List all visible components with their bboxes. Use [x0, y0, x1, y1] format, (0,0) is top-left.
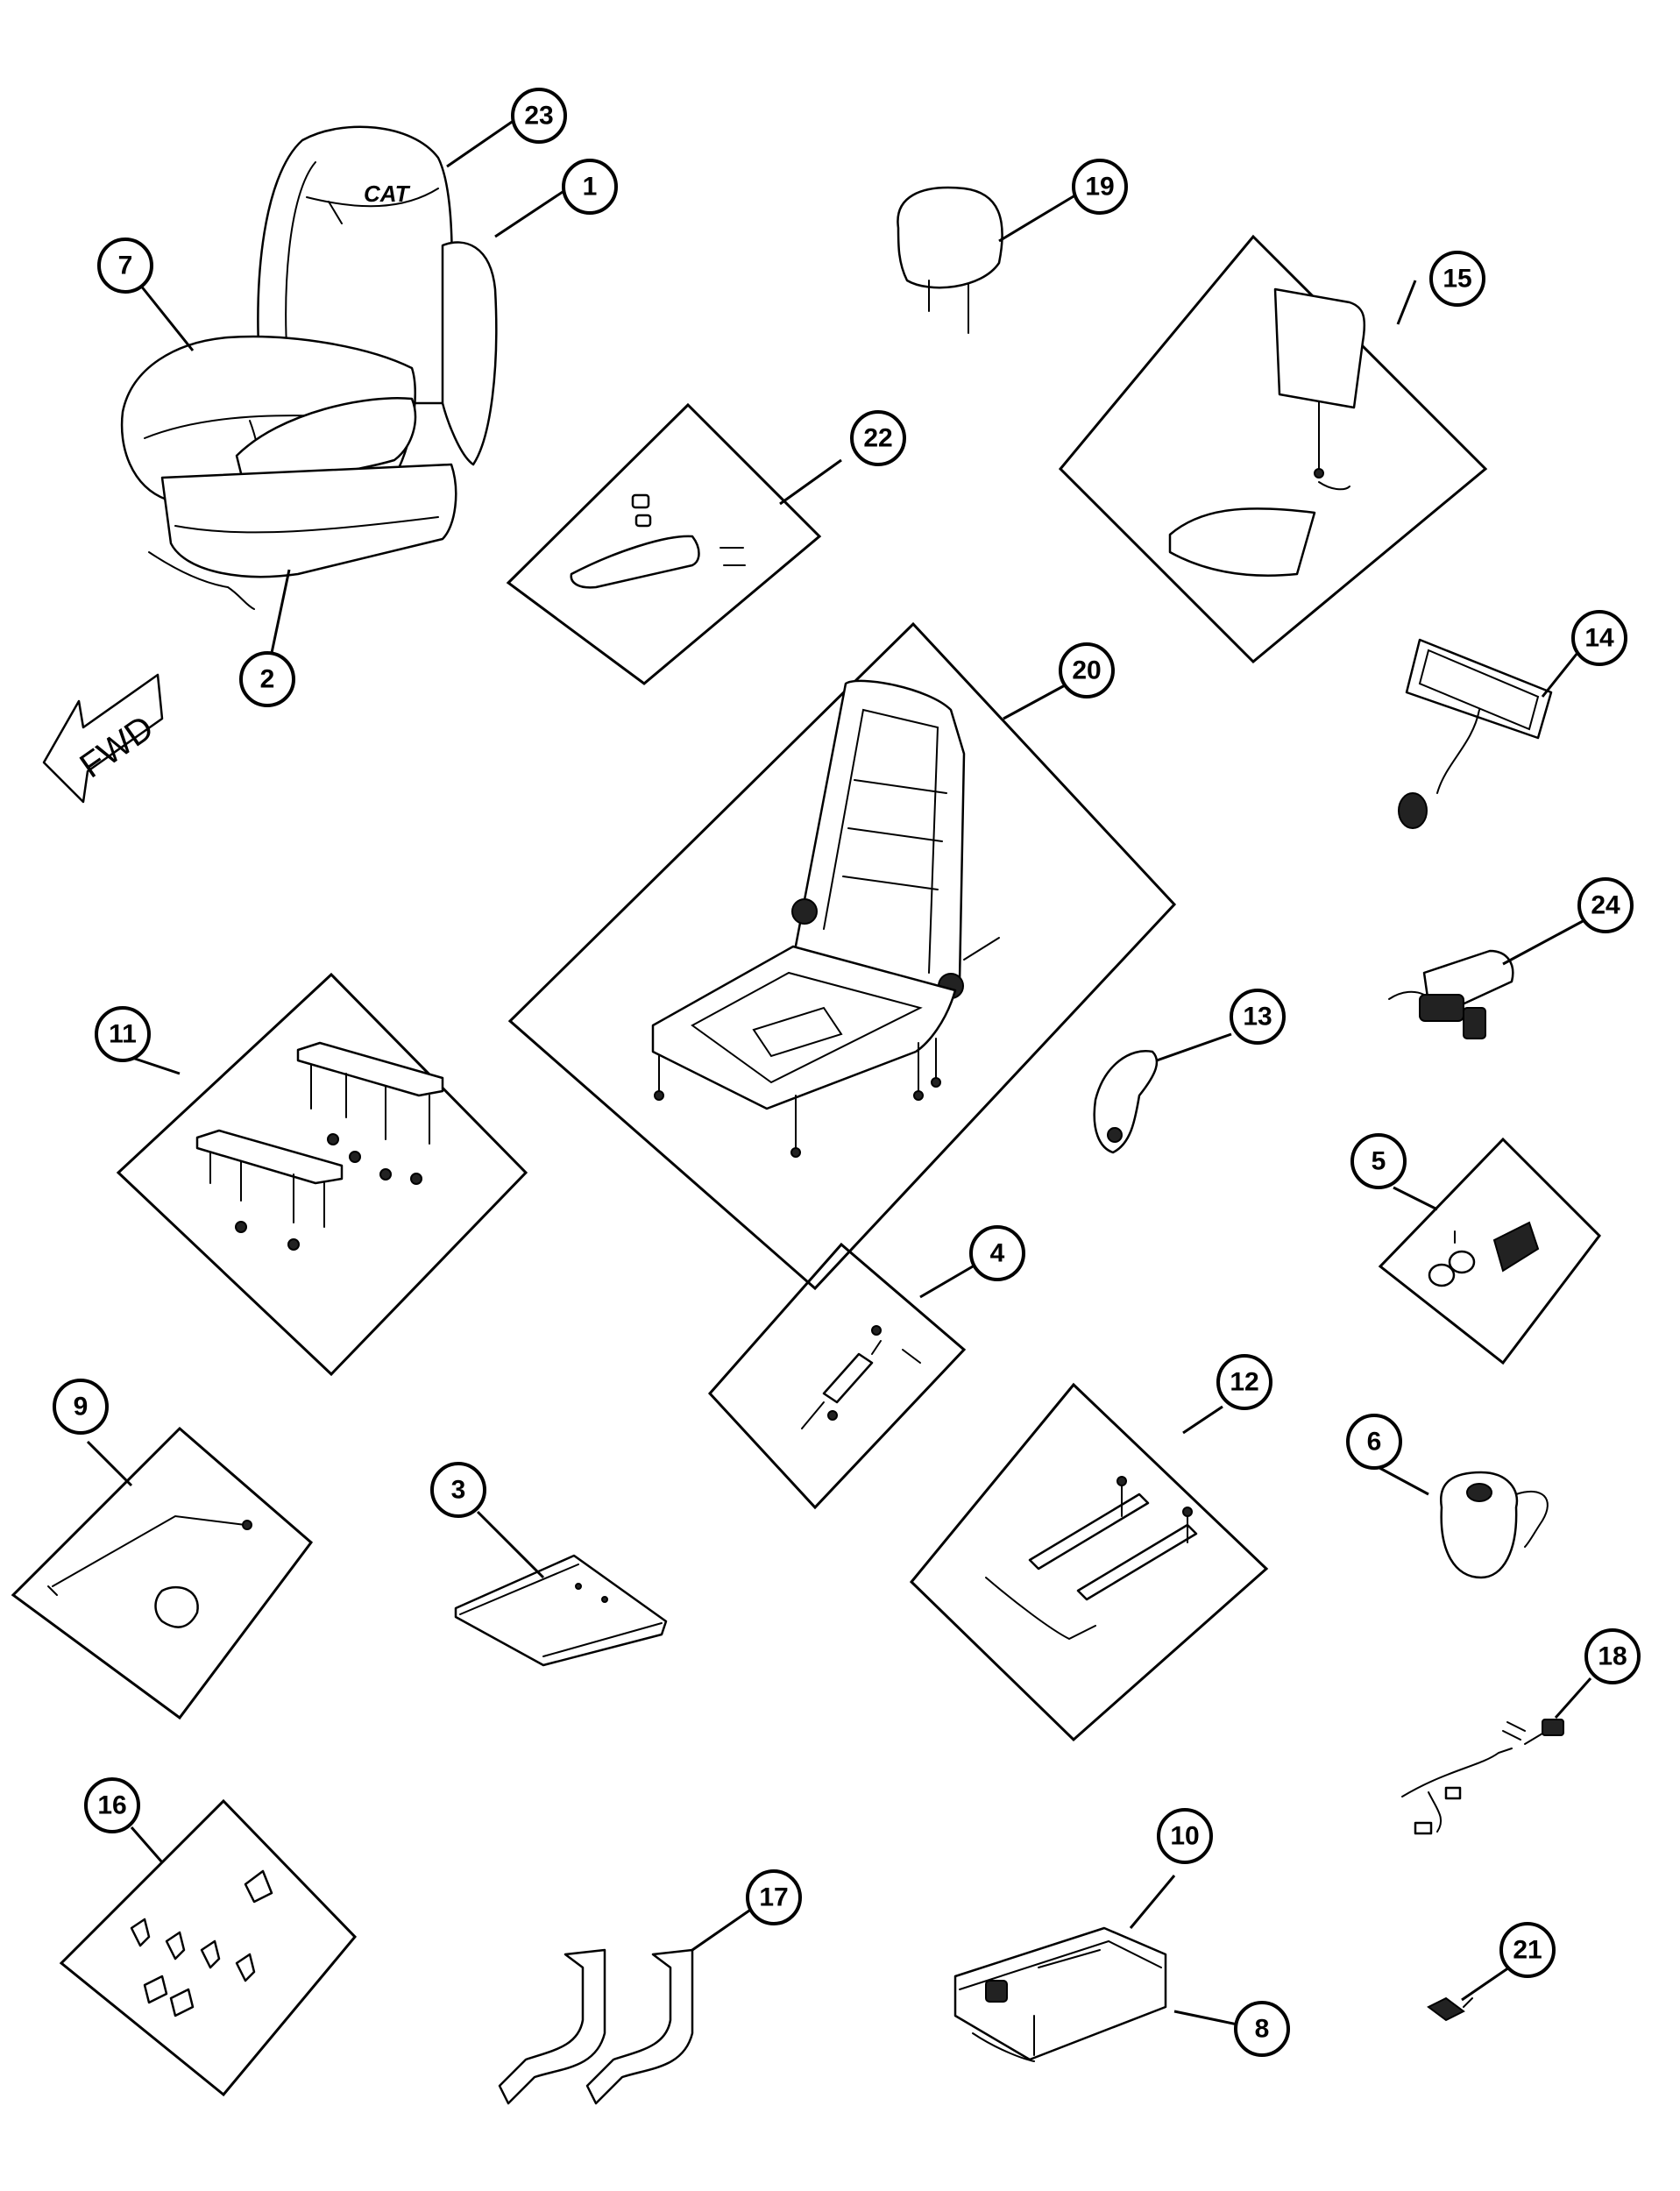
callout-3: 3	[430, 1462, 486, 1518]
callout-9: 9	[53, 1379, 109, 1435]
callout-2: 2	[239, 651, 295, 707]
svg-text:9: 9	[74, 1393, 89, 1422]
callout-20: 20	[1059, 642, 1115, 698]
svg-text:16: 16	[97, 1791, 126, 1820]
mounting-rail-kit	[116, 972, 528, 1377]
callout-1: 1	[562, 159, 618, 215]
svg-text:12: 12	[1230, 1368, 1258, 1397]
leader-lines	[86, 117, 1592, 2026]
callout-4: 4	[969, 1225, 1025, 1281]
seat-frame-kit	[507, 621, 1177, 1291]
knob-kit	[59, 1798, 358, 2097]
connector	[1427, 1996, 1473, 2022]
seat-motor	[1388, 949, 1514, 1039]
callout-23: 23	[511, 88, 567, 144]
callout-13: 13	[1230, 989, 1286, 1045]
svg-text:15: 15	[1443, 265, 1471, 294]
foot-brackets	[498, 1948, 694, 2105]
callout-10: 10	[1157, 1808, 1213, 1864]
shock-absorber-kit	[707, 1242, 967, 1510]
temperature-sensor-pad	[1398, 638, 1553, 829]
headrest	[897, 186, 1003, 334]
callout-17: 17	[746, 1869, 802, 1925]
leader-21	[1461, 1966, 1510, 2002]
svg-text:8: 8	[1255, 2015, 1270, 2044]
callout-11: 11	[95, 1006, 151, 1062]
callout-19: 19	[1072, 159, 1128, 215]
svg-text:20: 20	[1072, 656, 1101, 685]
svg-text:17: 17	[759, 1883, 788, 1912]
callout-5: 5	[1350, 1133, 1407, 1189]
callout-8: 8	[1234, 2001, 1290, 2057]
heater-pad-kit	[1058, 234, 1488, 664]
svg-text:19: 19	[1085, 173, 1114, 202]
svg-text:6: 6	[1367, 1428, 1382, 1457]
svg-text:11: 11	[109, 1020, 137, 1049]
svg-text:10: 10	[1170, 1822, 1199, 1851]
seat-assembly: CAT	[120, 125, 498, 610]
svg-text:3: 3	[451, 1476, 466, 1505]
switch-kit	[1378, 1137, 1601, 1365]
callout-16: 16	[84, 1777, 140, 1833]
armrest-kit	[506, 402, 822, 685]
callout-24: 24	[1577, 877, 1634, 933]
callout-18: 18	[1584, 1628, 1641, 1684]
svg-text:22: 22	[863, 424, 892, 453]
svg-text:13: 13	[1243, 1003, 1272, 1032]
svg-text:14: 14	[1584, 624, 1614, 653]
svg-text:18: 18	[1598, 1642, 1627, 1671]
wiring-harness	[1401, 1719, 1564, 1835]
callout-12: 12	[1216, 1354, 1272, 1410]
svg-text:5: 5	[1372, 1147, 1386, 1176]
seat-suspension	[953, 1926, 1167, 2062]
svg-text:4: 4	[990, 1239, 1005, 1268]
svg-text:2: 2	[260, 665, 275, 694]
svg-text:7: 7	[118, 252, 133, 280]
cat-logo: CAT	[328, 181, 411, 224]
callout-14: 14	[1571, 610, 1627, 666]
callout-21: 21	[1499, 1922, 1556, 1978]
callout-6: 6	[1346, 1414, 1402, 1470]
callout-7: 7	[97, 238, 153, 294]
recline-lever	[1093, 1050, 1159, 1154]
mounting-plate	[454, 1554, 668, 1667]
fwd-direction-arrow: FWD	[42, 673, 164, 804]
svg-text:CAT: CAT	[364, 181, 411, 207]
callout-15: 15	[1429, 251, 1485, 307]
svg-text:1: 1	[583, 173, 598, 202]
svg-text:23: 23	[524, 102, 553, 131]
cable-kit	[11, 1426, 314, 1720]
slide-rail-kit	[909, 1382, 1269, 1742]
svg-text:24: 24	[1591, 891, 1620, 920]
callout-22: 22	[850, 410, 906, 466]
air-compressor	[1439, 1471, 1549, 1579]
svg-text:21: 21	[1513, 1936, 1542, 1965]
